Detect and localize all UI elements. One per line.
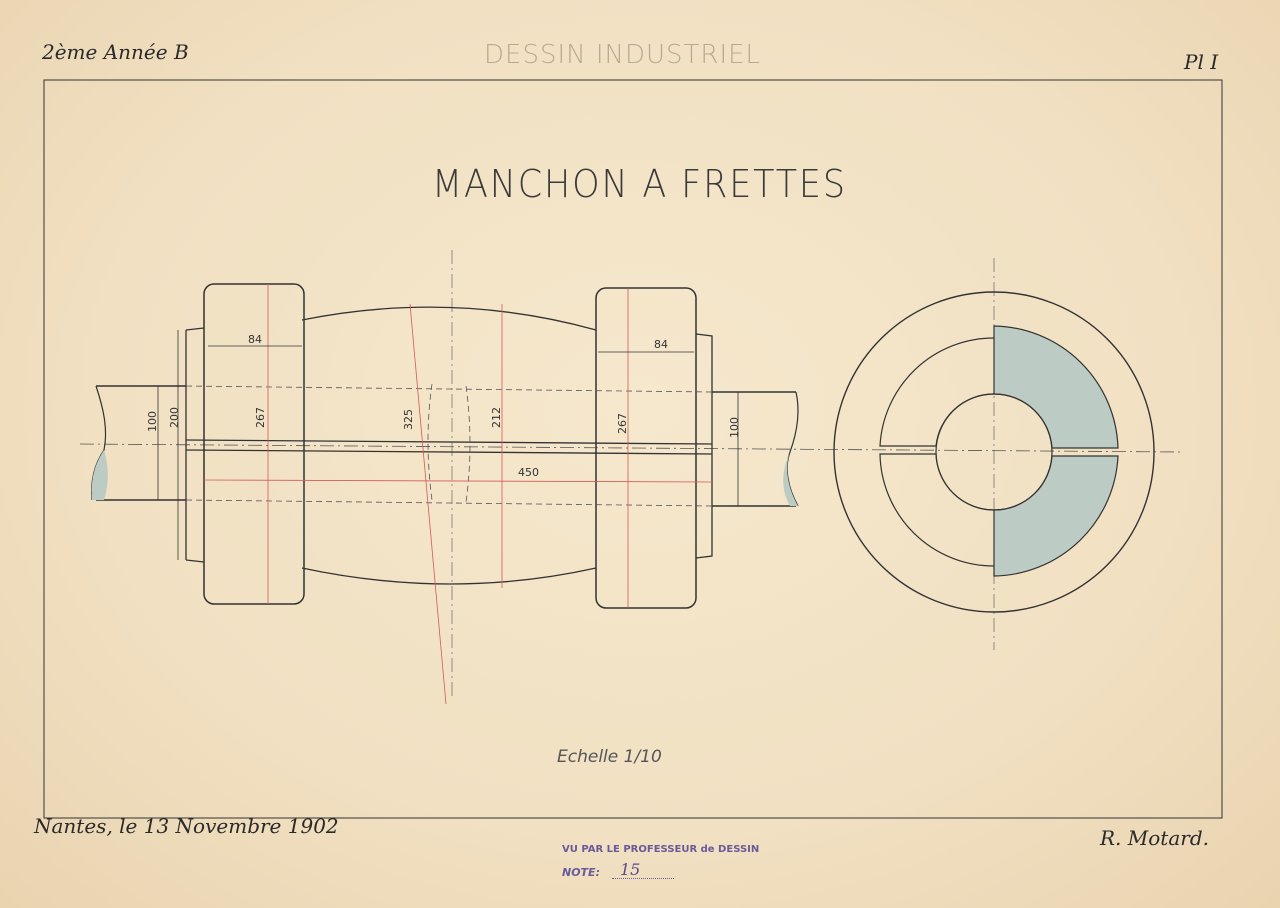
center-axis xyxy=(79,443,1181,453)
dim-frette-width-right: 84 xyxy=(654,338,668,351)
note-value: 15 xyxy=(620,860,641,879)
end-view-left-half-top xyxy=(879,337,995,447)
dim-shaft-right: 100 xyxy=(728,417,741,438)
right-frette xyxy=(595,287,697,609)
hidden-lines xyxy=(185,383,713,507)
course-title: DESSIN INDUSTRIEL xyxy=(484,40,762,70)
place-date: Nantes, le 13 Novembre 1902 xyxy=(34,814,339,838)
drawing-frame xyxy=(43,79,1223,819)
plate-number: Pl I xyxy=(1184,50,1219,74)
end-view-left-half-bottom xyxy=(879,453,995,567)
signature: R. Motard. xyxy=(1100,826,1209,850)
drawing-scale: Echelle 1/10 xyxy=(557,747,662,767)
professor-stamp: VU PAR LE PROFESSEUR de DESSIN xyxy=(562,844,760,855)
dim-length: 450 xyxy=(518,466,539,479)
drawing-title: MANCHON A FRETTES xyxy=(432,162,847,206)
dim-cone-mid: 212 xyxy=(490,407,503,428)
sleeve-body xyxy=(185,306,713,585)
dimension-lines-red xyxy=(203,284,713,705)
dim-shaft-left: 100 xyxy=(146,411,159,432)
end-view xyxy=(833,291,1155,613)
left-shaft-break xyxy=(91,450,108,500)
note-underline xyxy=(612,878,674,879)
dimension-lines-black xyxy=(157,330,739,560)
end-view-bore xyxy=(935,393,1053,511)
left-frette xyxy=(203,283,305,605)
section-fill-bottom xyxy=(993,455,1119,577)
dim-frette-dia-left: 267 xyxy=(254,407,267,428)
section-fill-top xyxy=(993,325,1119,449)
right-shaft-break xyxy=(783,452,798,506)
dim-cone-big: 325 xyxy=(402,409,415,430)
end-view-outer-ring xyxy=(833,291,1155,613)
dim-bore-left: 200 xyxy=(168,407,181,428)
class-label: 2ème Année B xyxy=(42,40,189,64)
dim-frette-dia-right: 267 xyxy=(616,413,629,434)
note-label: NOTE: xyxy=(562,866,600,879)
dim-frette-width-left: 84 xyxy=(248,333,262,346)
